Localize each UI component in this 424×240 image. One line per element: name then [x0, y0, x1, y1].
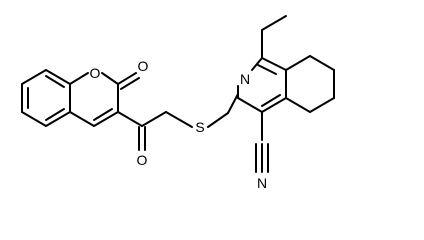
bond	[45, 111, 71, 127]
bond	[251, 57, 263, 71]
bond	[141, 111, 167, 127]
ring-nitrogen-label: N	[240, 71, 250, 87]
bond	[93, 111, 119, 127]
bond	[69, 111, 95, 127]
coumarin-benzene-ring	[21, 69, 71, 127]
bond	[261, 57, 287, 71]
bond	[285, 97, 311, 113]
double-bond-inner	[261, 94, 281, 107]
bond	[309, 55, 335, 71]
sulfur-label: S	[195, 119, 204, 135]
carbonyl-bond	[120, 77, 140, 90]
nitrile-nitrogen-label: N	[257, 175, 267, 191]
bond	[237, 97, 263, 113]
bond	[261, 15, 287, 31]
ethyl-group	[261, 15, 287, 59]
bond	[69, 72, 89, 85]
coumarin-pyranone-ring	[69, 72, 140, 127]
bond	[227, 93, 239, 114]
bond	[21, 69, 47, 85]
bond	[165, 111, 193, 128]
bond	[207, 112, 229, 128]
bond	[101, 72, 119, 85]
double-bond-inner	[93, 108, 113, 121]
double-bond-inner	[45, 75, 65, 88]
bond	[45, 69, 71, 85]
bond	[309, 97, 335, 113]
bond	[21, 111, 47, 127]
double-bond-inner	[45, 108, 65, 121]
pyridine-ring	[207, 57, 287, 128]
acyl-linker	[117, 111, 193, 151]
bond	[285, 55, 311, 71]
carbonyl-bond	[117, 72, 137, 85]
ketone-oxygen-label: O	[137, 152, 148, 168]
lactone-oxygen-label: O	[138, 58, 149, 74]
bond	[117, 111, 143, 127]
ring-oxygen-label: O	[90, 65, 101, 81]
double-bond-inner	[257, 64, 277, 75]
bond	[261, 97, 287, 113]
nitrile-group	[255, 111, 269, 173]
cyclohexene-ring	[285, 55, 335, 113]
molecule-structure: O O O N S N	[21, 15, 335, 191]
